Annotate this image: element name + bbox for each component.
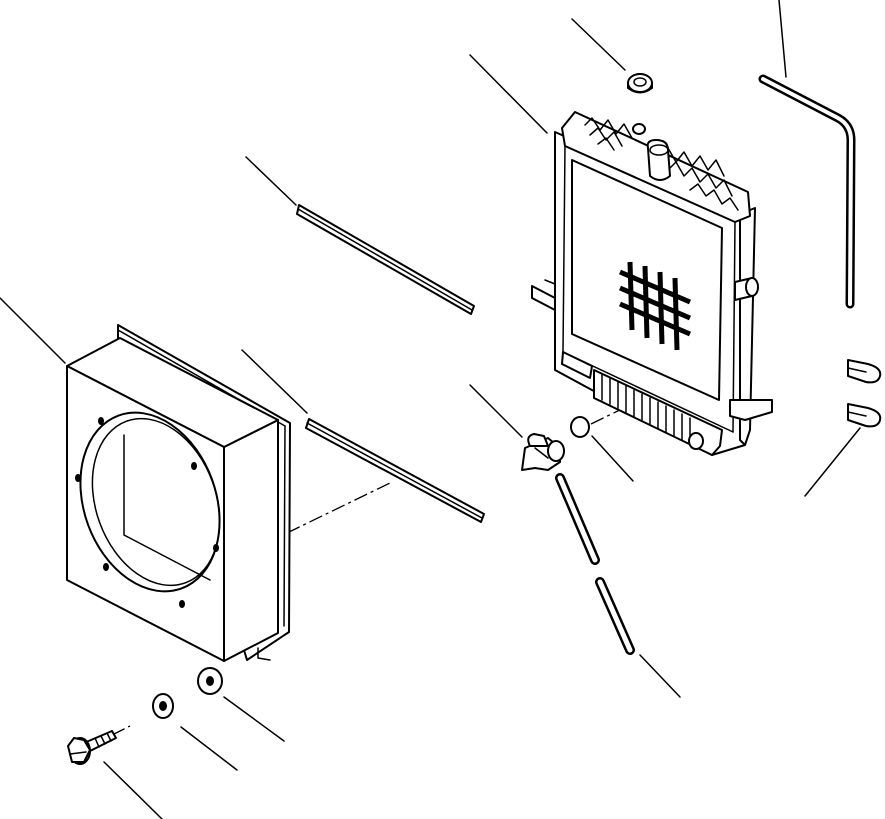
leader-upper-seal-strip xyxy=(245,156,297,206)
leader-radiator xyxy=(469,54,548,134)
lower-seal-strip-icon xyxy=(305,418,485,523)
leader-drain-hose xyxy=(639,654,681,698)
bolt-axis-line xyxy=(111,725,131,736)
upper-seal-strip-icon xyxy=(296,204,475,315)
bolt-icon xyxy=(67,730,117,765)
o-ring-icon xyxy=(570,416,590,438)
leader-drain-cock xyxy=(469,384,523,438)
leader-overflow-hose xyxy=(778,0,787,78)
leader-radiator-cap xyxy=(571,18,626,71)
washer-small-icon xyxy=(152,693,174,719)
leader-o-ring xyxy=(591,435,634,482)
leader-washer-small xyxy=(180,726,238,771)
radiator-icon xyxy=(531,111,773,456)
radiator-cap-icon xyxy=(627,73,653,94)
leader-clamps xyxy=(804,427,861,497)
clamp-upper-icon xyxy=(847,359,882,384)
leader-lines xyxy=(0,0,861,819)
drain-hose-icon xyxy=(555,473,635,655)
overflow-hose-icon xyxy=(758,74,856,309)
shroud-axis-line xyxy=(286,482,391,534)
clamp-lower-icon xyxy=(847,403,882,428)
drain-cock-icon xyxy=(521,433,565,471)
leader-bolt xyxy=(103,761,163,819)
fan-shroud-icon xyxy=(66,324,291,662)
washer-large-icon xyxy=(197,667,223,695)
leader-lower-seal-strip xyxy=(241,349,308,414)
leader-fan-shroud xyxy=(0,297,66,364)
leader-washer-large xyxy=(223,696,285,742)
